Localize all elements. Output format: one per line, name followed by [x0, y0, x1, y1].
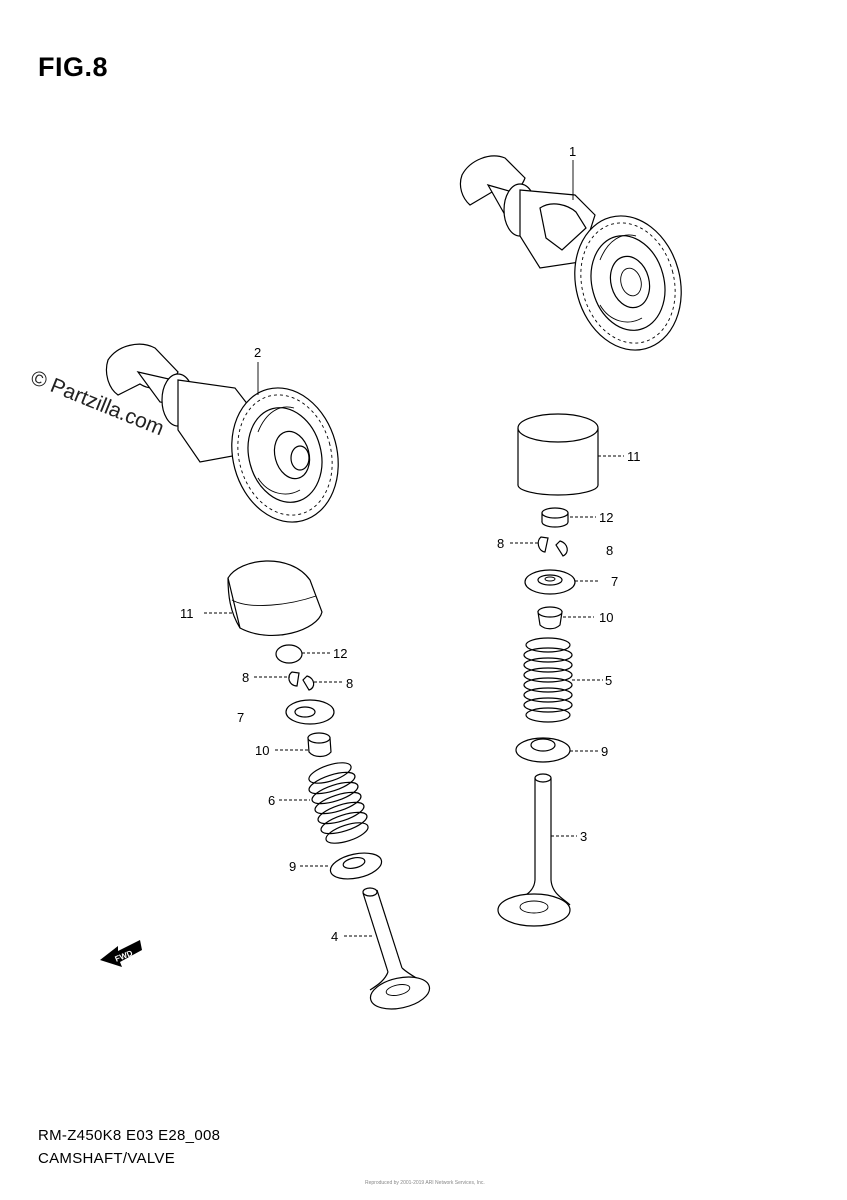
- shim-12-right: [541, 507, 569, 528]
- copyright-note: Reproduced by 2001-2019 ARI Network Serv…: [365, 1180, 485, 1186]
- figure-title: FIG.8: [38, 52, 109, 82]
- callout-8-right-b: 8: [606, 543, 613, 558]
- retainer-7-right: [524, 569, 576, 595]
- callout-9-right: 9: [601, 744, 608, 759]
- cotter-8-right: [537, 536, 568, 557]
- callout-2: 2: [254, 345, 261, 360]
- valve-3: [497, 773, 571, 927]
- valve-4: [362, 887, 431, 1010]
- stem-seal-10-left: [307, 732, 332, 758]
- spring-seat-9-left: [329, 852, 383, 880]
- camshaft-2-drawing: [105, 343, 339, 523]
- section-name: CAMSHAFT/VALVE: [38, 1150, 176, 1167]
- retainer-7-left: [285, 699, 335, 725]
- cam-sprocket-2: [231, 387, 339, 523]
- callout-1: 1: [569, 144, 576, 159]
- cam-sprocket-1: [574, 215, 682, 351]
- shim-12-left: [275, 644, 303, 664]
- callout-11-left: 11: [180, 606, 194, 621]
- callout-5: 5: [605, 673, 612, 688]
- stem-seal-10-right: [537, 606, 563, 630]
- callout-12-right: 12: [599, 510, 613, 525]
- callout-4: 4: [331, 929, 338, 944]
- callout-12-left: 12: [333, 646, 347, 661]
- cotter-8-left: [288, 671, 315, 691]
- callout-6: 6: [268, 793, 275, 808]
- callout-10-left: 10: [255, 743, 269, 758]
- valve-spring-6: [308, 762, 369, 844]
- callout-10-right: 10: [599, 610, 613, 625]
- valve-spring-5: [523, 637, 573, 723]
- front-direction-arrow-icon: FWD: [100, 940, 142, 967]
- tappet-11-right: [517, 413, 599, 496]
- camshaft-1-drawing: [459, 155, 682, 351]
- callout-8-left-a: 8: [242, 670, 249, 685]
- callout-11-right: 11: [627, 449, 641, 464]
- callout-7-left: 7: [237, 710, 244, 725]
- callout-8-left-b: 8: [346, 676, 353, 691]
- callout-8-right-a: 8: [497, 536, 504, 551]
- callout-9-left: 9: [289, 859, 296, 874]
- spring-seat-9-right: [515, 737, 571, 763]
- callout-7-right: 7: [611, 574, 618, 589]
- model-code: RM-Z450K8 E03 E28_008: [38, 1127, 221, 1144]
- tappet-11-left: [227, 560, 323, 636]
- callout-3: 3: [580, 829, 587, 844]
